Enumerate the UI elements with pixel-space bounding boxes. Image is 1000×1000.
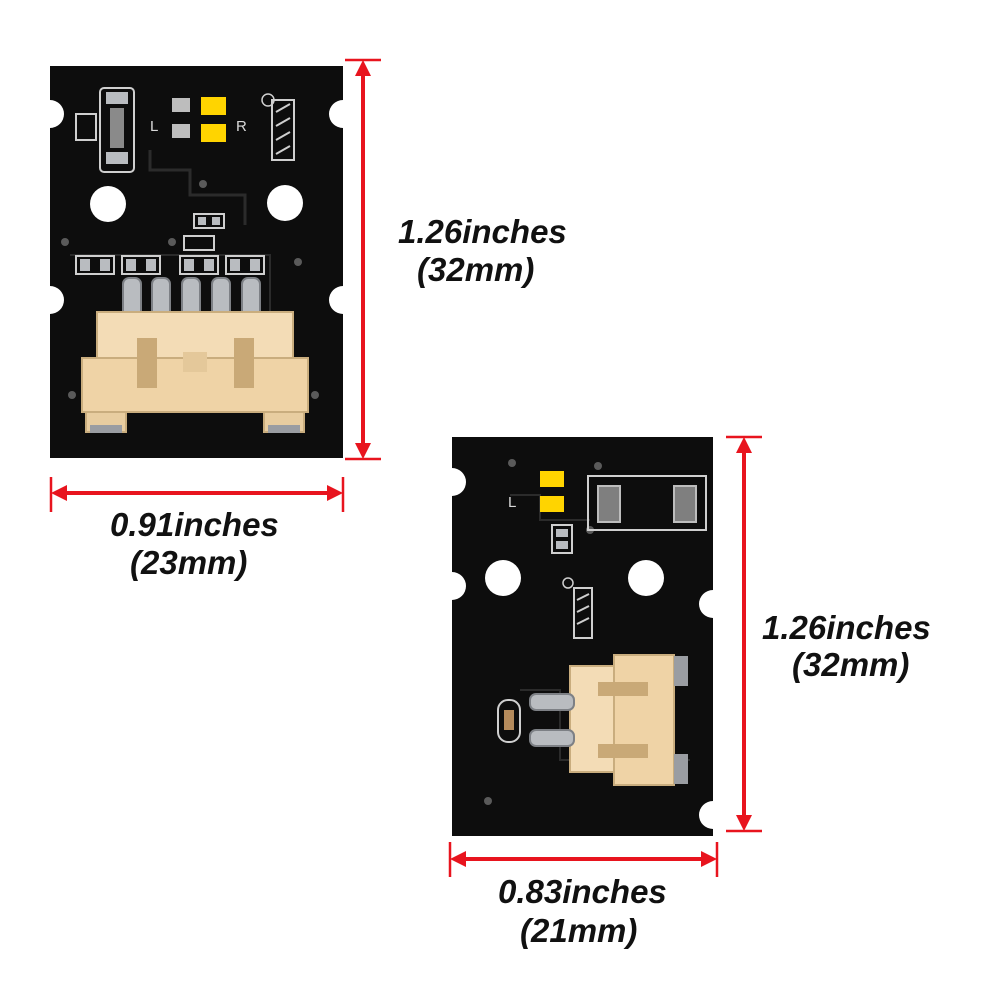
large-via xyxy=(168,238,176,246)
large-mounting-hole xyxy=(90,186,126,222)
small-resistor-pad xyxy=(556,529,568,537)
small-resistor-pad xyxy=(556,541,568,549)
large-height-label: 1.26inches xyxy=(398,213,567,250)
large-silk-left: L xyxy=(150,118,158,135)
large-silk-right: R xyxy=(236,118,247,135)
small-via xyxy=(508,459,516,467)
large-silk-trace xyxy=(148,150,247,225)
small-height-dimension xyxy=(726,435,762,833)
small-pcb-board: L xyxy=(452,437,713,836)
small-chip-led xyxy=(673,485,697,523)
large-resistor-pad xyxy=(198,217,206,225)
large-connector-housing xyxy=(81,311,309,433)
small-logo-icon xyxy=(562,577,593,639)
large-via xyxy=(294,258,302,266)
small-chip-led xyxy=(597,485,621,523)
large-mounting-hole xyxy=(267,185,303,221)
small-mounting-hole xyxy=(628,560,664,596)
large-logo-icon xyxy=(261,93,295,161)
small-height-label: 1.26inches xyxy=(762,609,931,646)
large-fuse-outline xyxy=(99,87,135,173)
small-led-yellow xyxy=(540,496,564,512)
large-height-label-mm: (32mm) xyxy=(417,251,535,288)
large-resistor-pad xyxy=(212,217,220,225)
large-fuse-body xyxy=(110,108,124,148)
large-fuse-pad xyxy=(106,152,128,164)
large-width-label: 0.91inches xyxy=(110,506,279,543)
small-connector-housing xyxy=(569,654,688,786)
small-width-label-mm: (21mm) xyxy=(520,912,638,949)
small-led-yellow xyxy=(540,471,564,487)
large-height-dimension xyxy=(345,58,381,461)
large-led-white xyxy=(172,98,190,112)
large-led-yellow xyxy=(201,124,226,142)
large-pcb-board: L R xyxy=(50,66,343,458)
small-width-label: 0.83inches xyxy=(498,873,667,910)
small-resistor xyxy=(551,524,573,554)
large-small-component xyxy=(75,113,97,141)
large-via xyxy=(68,391,76,399)
large-width-label-mm: (23mm) xyxy=(130,544,248,581)
large-via xyxy=(61,238,69,246)
large-connector-pins xyxy=(122,277,261,319)
large-resistor xyxy=(183,235,215,251)
small-via xyxy=(594,462,602,470)
small-side-resistor xyxy=(497,699,521,743)
large-via xyxy=(199,180,207,188)
large-fuse-pad xyxy=(106,92,128,104)
large-width-dimension xyxy=(49,477,345,512)
small-silk-left: L xyxy=(508,494,516,511)
small-mounting-hole xyxy=(485,560,521,596)
large-resistor xyxy=(193,213,225,229)
large-led-white xyxy=(172,124,190,138)
small-height-label-mm: (32mm) xyxy=(792,646,910,683)
large-smd-row xyxy=(75,255,265,275)
small-led-frame xyxy=(587,475,707,531)
small-width-dimension xyxy=(448,842,719,877)
small-via xyxy=(484,797,492,805)
small-side-resistor-body xyxy=(504,710,514,730)
large-led-yellow xyxy=(201,97,226,115)
large-via xyxy=(311,391,319,399)
small-connector-pins xyxy=(529,693,575,747)
